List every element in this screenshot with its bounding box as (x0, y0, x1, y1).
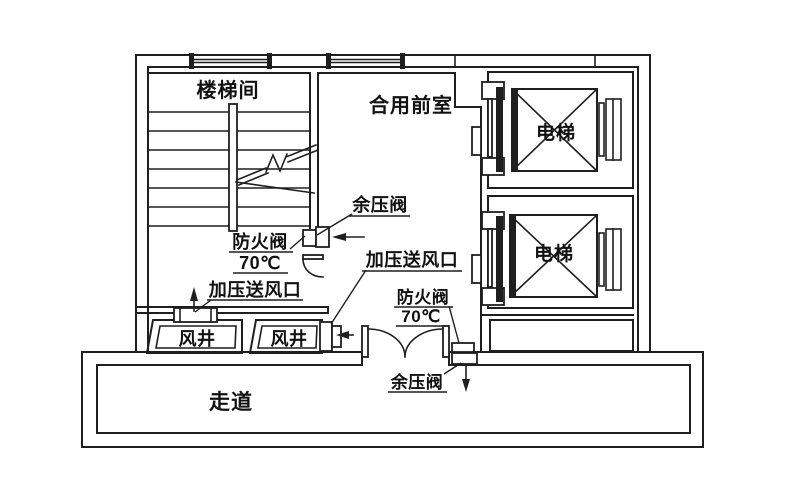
fire-damper-1-label: 防火阀 (232, 231, 288, 252)
stairwell-label: 楼梯间 (197, 78, 260, 102)
door-frame (471, 254, 482, 284)
door-frame (471, 126, 482, 156)
relief-valve-2-symbol (451, 342, 478, 365)
relief-valve-2-label: 余压阀 (390, 372, 444, 392)
counterweight-2 (598, 228, 622, 291)
leader-lines (194, 213, 462, 375)
air-shaft-2 (248, 319, 323, 354)
stairwell-room (135, 72, 329, 314)
stairwell-door (302, 254, 324, 278)
double-door (361, 325, 450, 358)
stair-center-rail (228, 103, 238, 232)
elevator-shaft-2 (471, 195, 634, 316)
elevator-2-label: 电梯 (534, 242, 574, 265)
airflow-arrow-up (190, 287, 198, 312)
corridor-room (81, 351, 704, 448)
counterweight-1 (598, 98, 622, 161)
corridor-label: 走道 (209, 390, 253, 414)
elevator-door-1 (496, 87, 503, 172)
air-shaft-2-label: 风井 (271, 328, 308, 349)
relief-valve-1-label: 余压阀 (351, 194, 408, 215)
airflow-arrow-left-1 (332, 233, 365, 241)
window-symbols (189, 53, 596, 69)
label-underlines (207, 215, 462, 393)
supply-grille-2 (319, 321, 342, 352)
front-room-label: 合用前室 (369, 93, 453, 117)
supply-grille-1 (173, 307, 218, 323)
elevator-shaft-1 (471, 71, 634, 189)
fire-damper-1-temp: 70℃ (239, 253, 281, 273)
air-shaft-1-label: 风井 (179, 328, 216, 349)
airflow-arrow-left-2 (336, 331, 354, 339)
elevator-door-2 (496, 216, 503, 302)
fire-damper-2-label: 防火阀 (397, 287, 450, 307)
stair-direction-line (235, 143, 320, 194)
supply-outlet-2-label: 加压送风口 (365, 249, 459, 270)
elevator-1-label: 电梯 (536, 121, 576, 144)
supply-outlet-1-label: 加压送风口 (208, 279, 302, 300)
airflow-arrow-down (462, 365, 470, 392)
pit-room (489, 319, 634, 352)
fire-damper-2-temp: 70℃ (401, 307, 441, 326)
